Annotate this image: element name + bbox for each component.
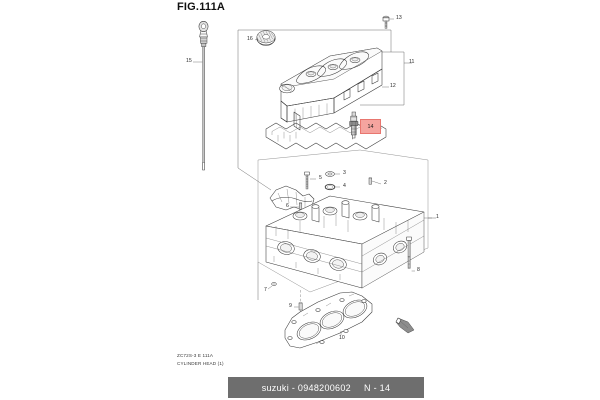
highlighted-callout-14[interactable]: 14: [360, 119, 381, 134]
callout-3: 3: [343, 170, 346, 176]
highlighted-callout-number: 14: [367, 123, 374, 130]
callout-8: 8: [417, 267, 420, 273]
callout-16: 16: [247, 36, 253, 42]
callout-15: 15: [186, 58, 192, 64]
callout-1: 1: [436, 214, 439, 220]
callout-7: 7: [264, 287, 267, 293]
callout-12: 12: [390, 83, 396, 89]
callout-6: 6: [286, 203, 289, 209]
figure-title: FIG.111A: [177, 1, 226, 13]
callout-11: 11: [409, 59, 415, 65]
footer-page-reference: N - 14: [363, 382, 391, 393]
callout-13: 13: [396, 15, 402, 21]
callout-10: 10: [339, 335, 345, 341]
callout-2: 2: [384, 180, 387, 186]
callout-9: 9: [289, 303, 292, 309]
callout-5: 5: [319, 175, 322, 181]
section-name-caption: CYLINDER HEAD (1): [177, 361, 224, 366]
callout-4: 4: [343, 183, 346, 189]
footer-bar: suzuki - 0948200602 N - 14: [228, 377, 424, 398]
footer-brand-part-number: suzuki - 0948200602: [261, 382, 351, 393]
catalog-code-caption: ZC72S-3 E 111A: [177, 353, 214, 358]
